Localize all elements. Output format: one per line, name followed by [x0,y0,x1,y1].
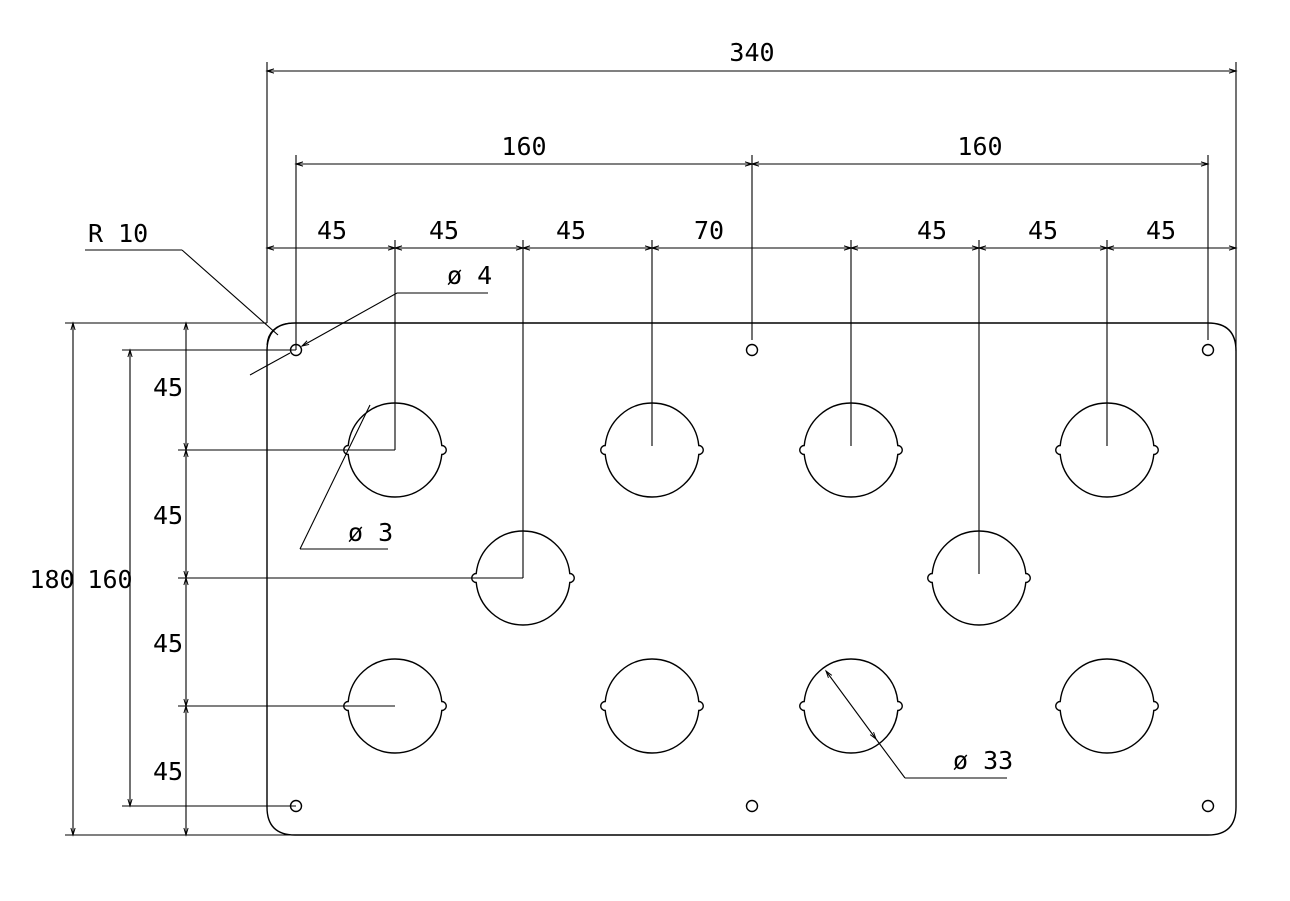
connector-cutout [799,402,903,498]
callout-notch: ø 3 [348,518,393,547]
dim-overall-width: 340 [729,38,774,67]
mounting-holes [289,343,1215,813]
leader-lines [85,249,1007,779]
dim-pitch-2: 45 [429,216,459,245]
dim-row-pitch-4: 45 [153,757,183,786]
callout-mount-hole: ø 4 [447,261,492,290]
dimension-lines-horizontal [265,68,1238,251]
connector-cutout [471,530,575,626]
dim-row-pitch-3: 45 [153,629,183,658]
connector-cutout [927,530,1031,626]
plate-outline [266,322,1237,836]
dimension-texts: 340 160 160 45 45 45 70 45 45 45 180 160… [29,38,1176,786]
dim-right-span: 160 [957,132,1002,161]
mount-hole [1201,343,1215,357]
dim-row-pitch-2: 45 [153,501,183,530]
connector-cutout [600,658,704,754]
mount-hole [745,799,759,813]
connector-cutout [600,402,704,498]
dim-row-pitch-1: 45 [153,373,183,402]
dim-overall-height: 180 [29,565,74,594]
connector-cutout [799,658,903,754]
dim-inner-height: 160 [87,565,132,594]
dim-left-span: 160 [501,132,546,161]
mount-hole [289,343,303,357]
dimension-lines-vertical [70,321,189,837]
mount-hole [1201,799,1215,813]
connector-cutouts [343,402,1159,754]
callout-corner-radius: R 10 [88,219,148,248]
connector-cutout [343,402,447,498]
callout-cutout: ø 33 [953,746,1013,775]
connector-cutout [343,658,447,754]
dim-pitch-4: 70 [694,216,724,245]
dim-pitch-3: 45 [556,216,586,245]
connector-cutout [1055,658,1159,754]
extension-lines [65,62,1237,836]
mount-hole [745,343,759,357]
dim-pitch-5: 45 [917,216,947,245]
dim-pitch-1: 45 [317,216,347,245]
connector-cutout [1055,402,1159,498]
dim-pitch-6: 45 [1028,216,1058,245]
mount-hole [289,799,303,813]
dim-pitch-7: 45 [1146,216,1176,245]
